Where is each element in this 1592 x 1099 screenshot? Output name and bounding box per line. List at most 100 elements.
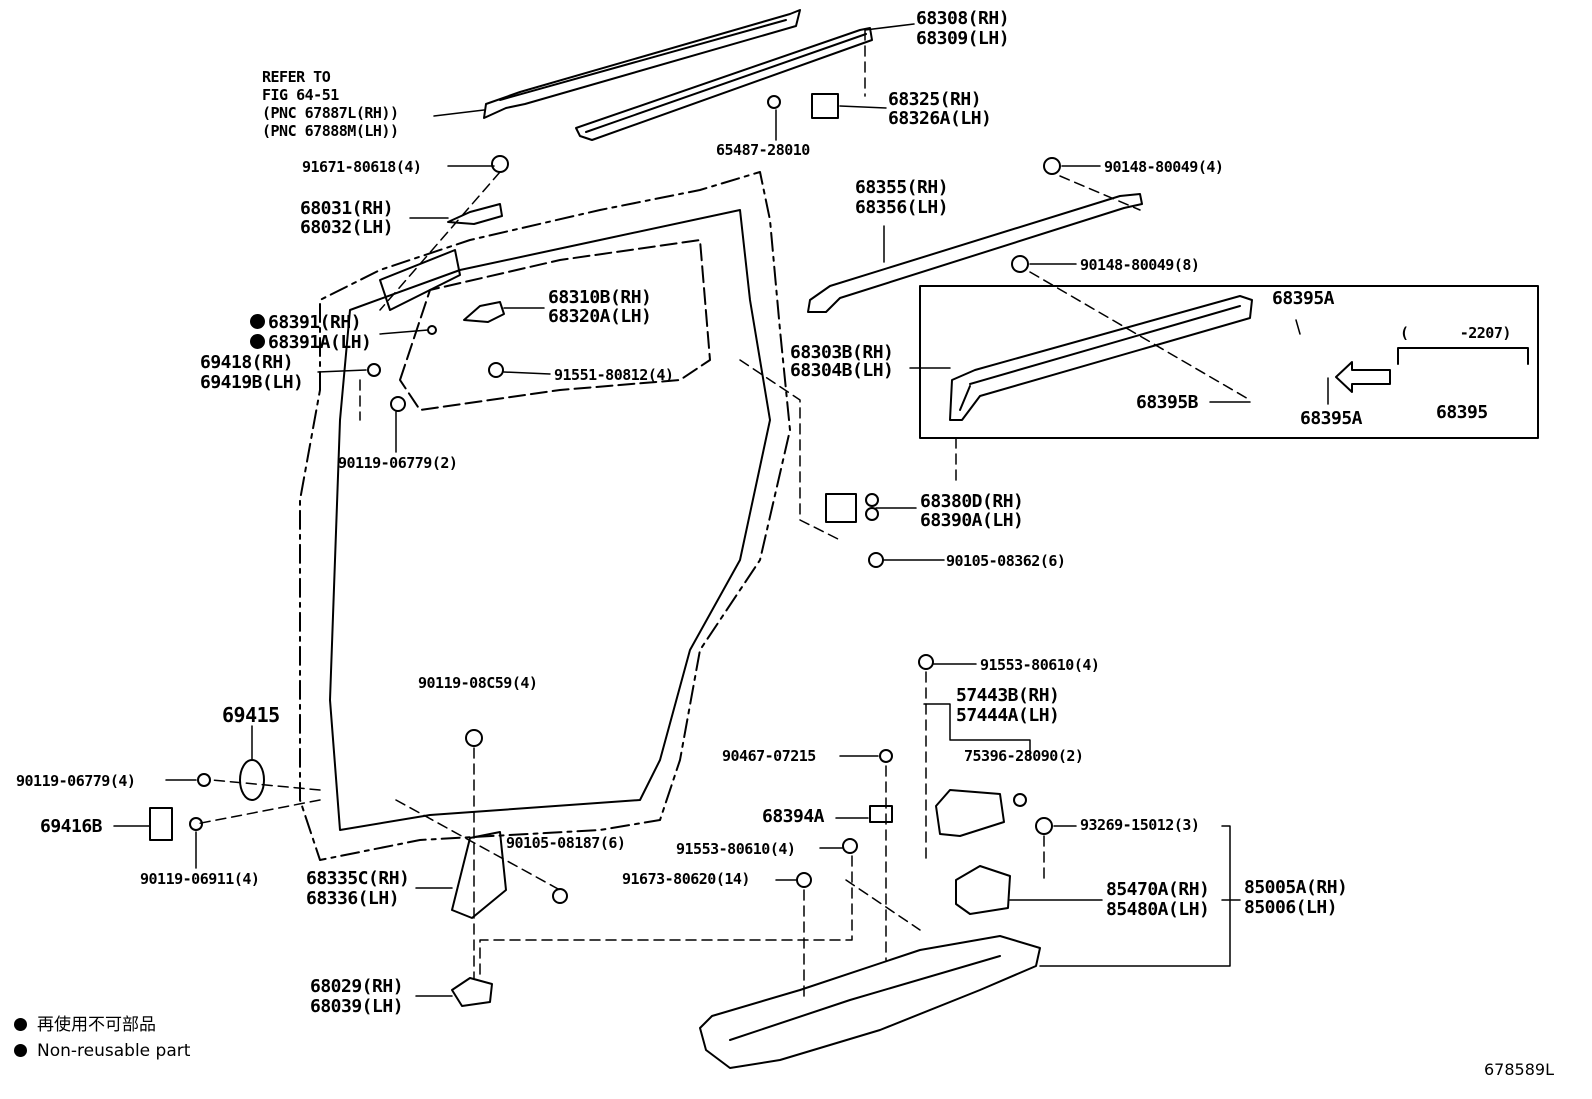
refer-line3: (PNC 67887L(RH)) bbox=[262, 104, 399, 122]
clip-69418-icon bbox=[367, 363, 381, 377]
upper-rail-68308 bbox=[575, 27, 873, 141]
label-68380: 68380D(RH) bbox=[920, 491, 1024, 512]
label-68390: 68390A(LH) bbox=[920, 510, 1024, 531]
refer-line4: (PNC 67888M(LH)) bbox=[262, 122, 399, 140]
label-69416: 69416B bbox=[40, 816, 103, 837]
legend-en: Non-reusable part bbox=[14, 1040, 190, 1062]
door-outline bbox=[299, 171, 791, 861]
figure-id: 678589L bbox=[1484, 1060, 1554, 1079]
label-65487: 65487-28010 bbox=[716, 141, 810, 159]
label-68320: 68320A(LH) bbox=[548, 306, 652, 327]
label-2207: ( -2207) bbox=[1400, 324, 1511, 342]
refer-line2: FIG 64-51 bbox=[262, 86, 339, 104]
bolt-91673-icon bbox=[796, 872, 812, 888]
grommet-68391-icon bbox=[427, 325, 437, 335]
label-68304: 68304B(LH) bbox=[790, 360, 894, 381]
label-69415: 69415 bbox=[222, 703, 280, 727]
label-68355: 68355(RH) bbox=[855, 177, 949, 198]
latch-68029-icon bbox=[451, 977, 493, 1007]
label-68356: 68356(LH) bbox=[855, 197, 949, 218]
rail-68355 bbox=[807, 193, 1143, 313]
label-69418: 69418(RH) bbox=[200, 352, 294, 373]
non-reusable-dot-icon bbox=[250, 314, 265, 329]
bolt-91671-icon bbox=[491, 155, 509, 173]
striker-69415-icon bbox=[239, 759, 265, 801]
legend-dot-icon bbox=[14, 1044, 27, 1057]
bolt-93269-icon bbox=[1035, 817, 1053, 835]
bolt-91553a-icon bbox=[918, 654, 934, 670]
bolt-90119b-icon bbox=[465, 729, 483, 747]
label-75396: 75396-28090(2) bbox=[964, 747, 1084, 765]
bolt-90119d-icon bbox=[189, 817, 203, 831]
upper-rail-68303 bbox=[949, 295, 1253, 421]
label-68391a: 68391A(LH) bbox=[250, 332, 372, 353]
label-68031: 68031(RH) bbox=[300, 198, 394, 219]
bolt-91551-icon bbox=[488, 362, 504, 378]
label-68335: 68335C(RH) bbox=[306, 868, 410, 889]
refer-line1: REFER TO bbox=[262, 68, 331, 86]
bolt-90148a-icon bbox=[1043, 157, 1061, 175]
front-upper-rail bbox=[483, 9, 801, 119]
bracket-68310 bbox=[463, 301, 505, 323]
label-57443: 57443B(RH) bbox=[956, 685, 1060, 706]
label-68029: 68029(RH) bbox=[310, 976, 404, 997]
label-85006: 85006(LH) bbox=[1244, 897, 1338, 918]
arrow-icon bbox=[1335, 361, 1391, 393]
bolt-90105b-icon bbox=[552, 888, 568, 904]
bolt-90148b-icon bbox=[1011, 255, 1029, 273]
label-68391: 68391(RH) bbox=[250, 312, 362, 333]
lower-rail-85005 bbox=[699, 935, 1041, 1069]
label-57444: 57444A(LH) bbox=[956, 705, 1060, 726]
clip-65487-icon bbox=[767, 95, 781, 109]
hinge-68031 bbox=[447, 203, 503, 225]
label-68326: 68326A(LH) bbox=[888, 108, 992, 129]
label-68395a-bottom: 68395A bbox=[1300, 408, 1363, 429]
label-91671: 91671-80618(4) bbox=[302, 158, 422, 176]
label-85470: 85470A(RH) bbox=[1106, 879, 1210, 900]
bolt-91553b-icon bbox=[842, 838, 858, 854]
label-90105a: 90105-08362(6) bbox=[946, 552, 1066, 570]
label-68395b: 68395B bbox=[1136, 392, 1199, 413]
detail-box bbox=[919, 285, 1539, 439]
variant-bracket bbox=[1397, 347, 1529, 365]
lock-68335-icon bbox=[451, 831, 507, 919]
label-90119b: 90119-08C59(4) bbox=[418, 674, 538, 692]
clip-75396-icon bbox=[1013, 793, 1027, 807]
label-68310: 68310B(RH) bbox=[548, 287, 652, 308]
label-91673: 91673-80620(14) bbox=[622, 870, 750, 888]
label-91553a: 91553-80610(4) bbox=[980, 656, 1100, 674]
label-68395: 68395 bbox=[1436, 402, 1488, 423]
label-90119c: 90119-06779(4) bbox=[16, 772, 136, 790]
label-68325: 68325(RH) bbox=[888, 89, 982, 110]
label-68303: 68303B(RH) bbox=[790, 342, 894, 363]
label-68394: 68394A bbox=[762, 806, 825, 827]
label-85480: 85480A(LH) bbox=[1106, 899, 1210, 920]
pad-68394-icon bbox=[869, 805, 893, 823]
stopper-68325-icon bbox=[811, 93, 839, 119]
bolt-90119a-icon bbox=[390, 396, 406, 412]
label-68395a-top: 68395A bbox=[1272, 288, 1335, 309]
label-90148a: 90148-80049(4) bbox=[1104, 158, 1224, 176]
plate-69416-icon bbox=[149, 807, 173, 841]
legend-jp: 再使用不可部品 bbox=[14, 1014, 156, 1036]
label-69419: 69419B(LH) bbox=[200, 372, 304, 393]
bolt-90119c-icon bbox=[197, 773, 211, 787]
bracket-57443-icon bbox=[935, 789, 1005, 837]
label-90467: 90467-07215 bbox=[722, 747, 816, 765]
non-reusable-dot-icon bbox=[250, 334, 265, 349]
label-91553b: 91553-80610(4) bbox=[676, 840, 796, 858]
legend-dot-icon bbox=[14, 1018, 27, 1031]
label-90105b: 90105-08187(6) bbox=[506, 834, 626, 852]
label-91551: 91551-80812(4) bbox=[554, 366, 674, 384]
label-90119a: 90119-06779(2) bbox=[338, 454, 458, 472]
bolt-90467-icon bbox=[879, 749, 893, 763]
motor-85470-icon bbox=[955, 865, 1011, 915]
label-93269: 93269-15012(3) bbox=[1080, 816, 1200, 834]
label-68308: 68308(RH) bbox=[916, 8, 1010, 29]
label-68336: 68336(LH) bbox=[306, 888, 400, 909]
label-68309: 68309(LH) bbox=[916, 28, 1010, 49]
label-90119d: 90119-06911(4) bbox=[140, 870, 260, 888]
label-85005: 85005A(RH) bbox=[1244, 877, 1348, 898]
label-90148b: 90148-80049(8) bbox=[1080, 256, 1200, 274]
